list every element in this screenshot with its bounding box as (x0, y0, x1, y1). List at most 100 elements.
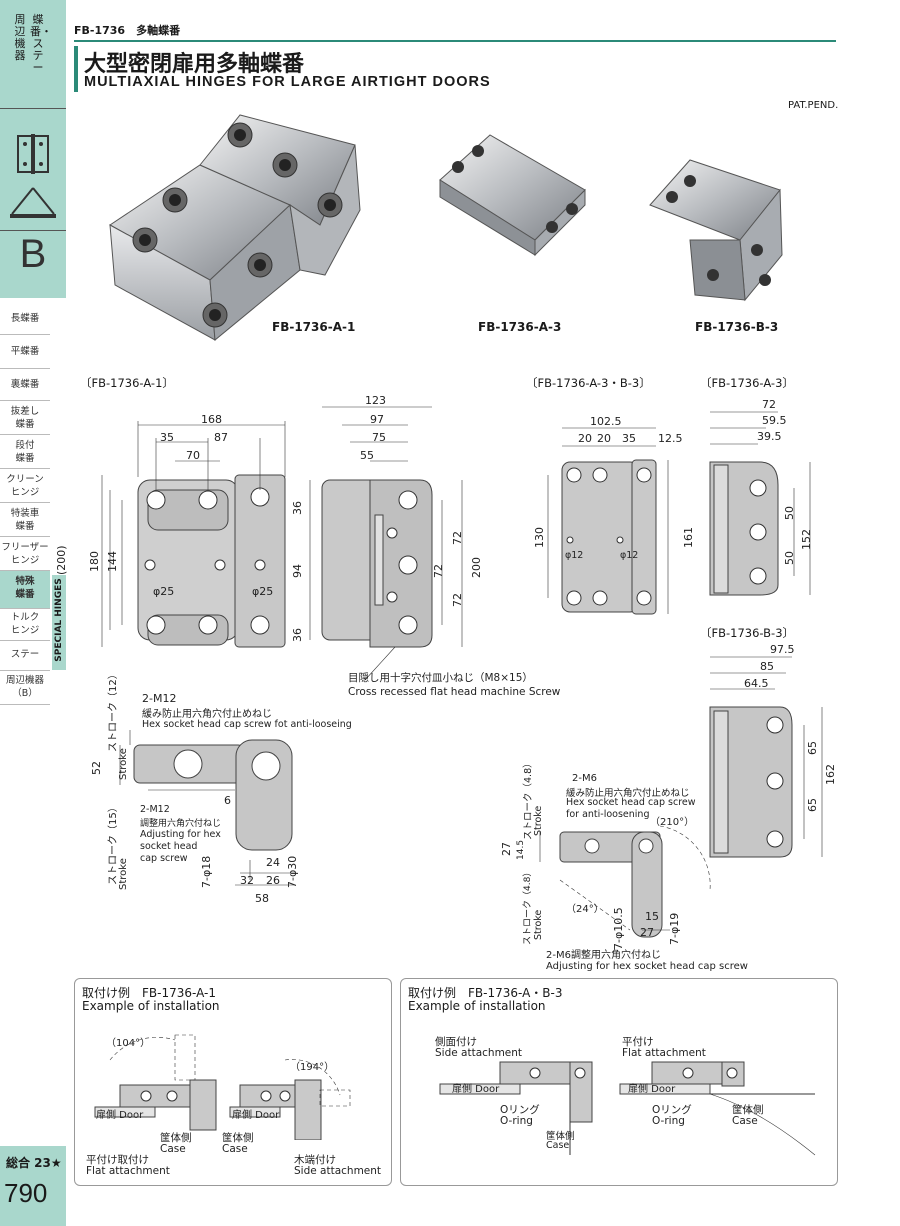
dim-a3b3-20-a: 20 (578, 432, 592, 445)
stroke-15-ja: ストローク（15） (108, 802, 119, 885)
sidebar: 蝶番・ステー 周辺機器 B 長蝶番 平蝶番 裏蝶番 抜差し 蝶番 段付 蝶番 ク… (0, 0, 66, 1226)
installation-left-diagram (94, 1034, 351, 1140)
drawing-m6-section (539, 825, 711, 938)
screw-note-en: Cross recessed flat head machine Screw (348, 686, 561, 698)
sidebar-item-liftoff-hinge[interactable]: 抜差し 蝶番 (10, 406, 40, 430)
side-attachment-en: Side attachment (294, 1165, 382, 1177)
sidebar-item-long-hinge[interactable]: 長蝶番 (10, 313, 40, 324)
dim-a3-152: 152 (800, 529, 813, 550)
product-caption-a1: FB-1736-A-1 (272, 320, 356, 334)
dim-a3b3-20-b: 20 (597, 432, 611, 445)
oring-ja-1: Oリング (500, 1104, 540, 1116)
angle-104: （104°） (106, 1038, 151, 1049)
oring-en-2: O-ring (652, 1115, 685, 1127)
dim-a1-36-bottom: 36 (291, 628, 304, 642)
dim-a3b3-35: 35 (622, 432, 636, 445)
divider (0, 108, 66, 109)
side-attachment-ja: 木端付け (294, 1154, 336, 1166)
sidebar-item-back-hinge[interactable]: 裏蝶番 (10, 379, 40, 390)
note-m6-adj-en: Adjusting for hex socket head cap screw (546, 961, 748, 972)
stroke-4-8-en-2: Stroke (533, 909, 544, 940)
installation-right-title: 取付け例 FB-1736-A・B-3 (408, 986, 563, 1000)
sidebar-item-stepped-hinge[interactable]: 段付 蝶番 (15, 440, 35, 464)
drawing-a3b3-front (547, 427, 669, 615)
divider (0, 434, 50, 435)
case-en-3: Case (546, 1140, 570, 1151)
title-accent-bar (74, 46, 78, 92)
dim-a1-72-b: 72 (432, 564, 445, 578)
divider (0, 334, 50, 335)
sidebar-item-freezer-hinge[interactable]: フリーザー ヒンジ (1, 542, 49, 566)
door-label-2: 扉側 Door (232, 1110, 280, 1121)
section-letter: B (19, 232, 47, 276)
case-ja-3: 筐体側 (546, 1131, 575, 1142)
dim-b3-97-5: 97.5 (770, 643, 795, 656)
dim-a1-200-ref: (200) (55, 545, 68, 575)
dim-a1-70: 70 (186, 449, 200, 462)
stroke-4-8-en: Stroke (533, 805, 544, 836)
photo-fb-1736-b-3 (649, 159, 783, 302)
photo-fb-1736-a-1 (109, 114, 361, 341)
dim-a1-75: 75 (372, 431, 386, 444)
flat-attach-ja: 平付け (622, 1036, 654, 1048)
page-number: 790 (4, 1178, 48, 1208)
dim-m6-15: 15 (645, 910, 659, 923)
note-adj-ja: 調整用六角穴付ねじ (140, 819, 222, 829)
sidebar-item-clean-hinge[interactable]: クリーン ヒンジ (6, 474, 44, 498)
dim-a3-50-a: 50 (783, 506, 796, 520)
product-caption-a3: FB-1736-A-3 (478, 320, 562, 334)
dim-a3-59-5: 59.5 (762, 414, 787, 427)
dim-a1-180: 180 (88, 551, 101, 572)
dim-7-phi19: 7-φ19 (668, 912, 681, 945)
hinge-icon (6, 128, 60, 180)
case-label-ja-2: 筐体側 (222, 1132, 254, 1144)
sidebar-item-vehicle-hinge[interactable]: 特装車 蝶番 (10, 508, 40, 532)
flat-attachment-ja: 平付け取付け (86, 1154, 149, 1166)
drawing-a1-section (119, 730, 295, 886)
dim-a1-87: 87 (214, 431, 228, 444)
divider (0, 368, 50, 369)
divider (0, 468, 50, 469)
dim-a1-94: 94 (291, 564, 304, 578)
installation-left-title: 取付け例 FB-1736-A-1 (82, 986, 216, 1000)
dim-a1-phi25-a: φ25 (153, 585, 175, 598)
page-number-panel: 総合 23★ 790 (0, 1146, 66, 1226)
sidebar-item-stay[interactable]: ステー (10, 649, 40, 660)
special-hinges-label: SPECIAL HINGES (54, 578, 64, 662)
page-subtitle: MULTIAXIAL HINGES FOR LARGE AIRTIGHT DOO… (84, 74, 491, 90)
divider (0, 570, 50, 571)
note-adj-en-3: cap screw (140, 853, 188, 864)
dim-a1-35: 35 (160, 431, 174, 444)
sidebar-item-torque-hinge[interactable]: トルク ヒンジ (10, 612, 40, 636)
case-label-en-2: Case (222, 1143, 248, 1155)
dim-m6-27b: 27 (640, 926, 654, 939)
angle-194: （194°） (290, 1062, 335, 1073)
note-m6-adj-ja: 2-M6調整用六角穴付ねじ (546, 950, 661, 961)
stroke-12-ja: ストローク（12） (108, 669, 119, 752)
dim-24: 24 (266, 856, 280, 869)
sidebar-item-flat-hinge[interactable]: 平蝶番 (10, 346, 40, 357)
sidebar-item-special-hinge[interactable]: 特殊 蝶番 (0, 571, 50, 608)
dim-a3-50-b: 50 (783, 551, 796, 565)
flat-attach-en: Flat attachment (622, 1047, 706, 1059)
dim-b3-65-b: 65 (806, 798, 819, 812)
case-label-ja-1: 筐体側 (160, 1132, 192, 1144)
case-label-en-1: Case (160, 1143, 186, 1155)
note-m12-ja: 緩み防止用六角穴付止めねじ (142, 709, 272, 720)
divider (0, 400, 50, 401)
dim-a1-72-c: 72 (451, 593, 464, 607)
header-rule (74, 40, 836, 42)
dim-b3-65-a: 65 (806, 741, 819, 755)
dim-a1-phi25-b: φ25 (252, 585, 274, 598)
dim-a3b3-phi12-b: φ12 (620, 550, 639, 561)
dim-a3b3-161: 161 (682, 527, 695, 548)
dim-a1-36-top: 36 (291, 501, 304, 515)
stroke-4-8-ja: ストローク（4.8） (523, 758, 534, 840)
dim-58: 58 (255, 892, 269, 905)
sidebar-item-peripherals[interactable]: 周辺機器 （B） (5, 675, 44, 699)
section-title-a1: 〔FB-1736-A-1〕 (80, 376, 174, 390)
flat-attachment-en: Flat attachment (86, 1165, 170, 1177)
dim-a1-168: 168 (201, 413, 222, 426)
note-m12-en: Hex socket head cap screw fot anti-loose… (142, 719, 352, 730)
dim-m6-14-5: 14.5 (516, 839, 526, 860)
